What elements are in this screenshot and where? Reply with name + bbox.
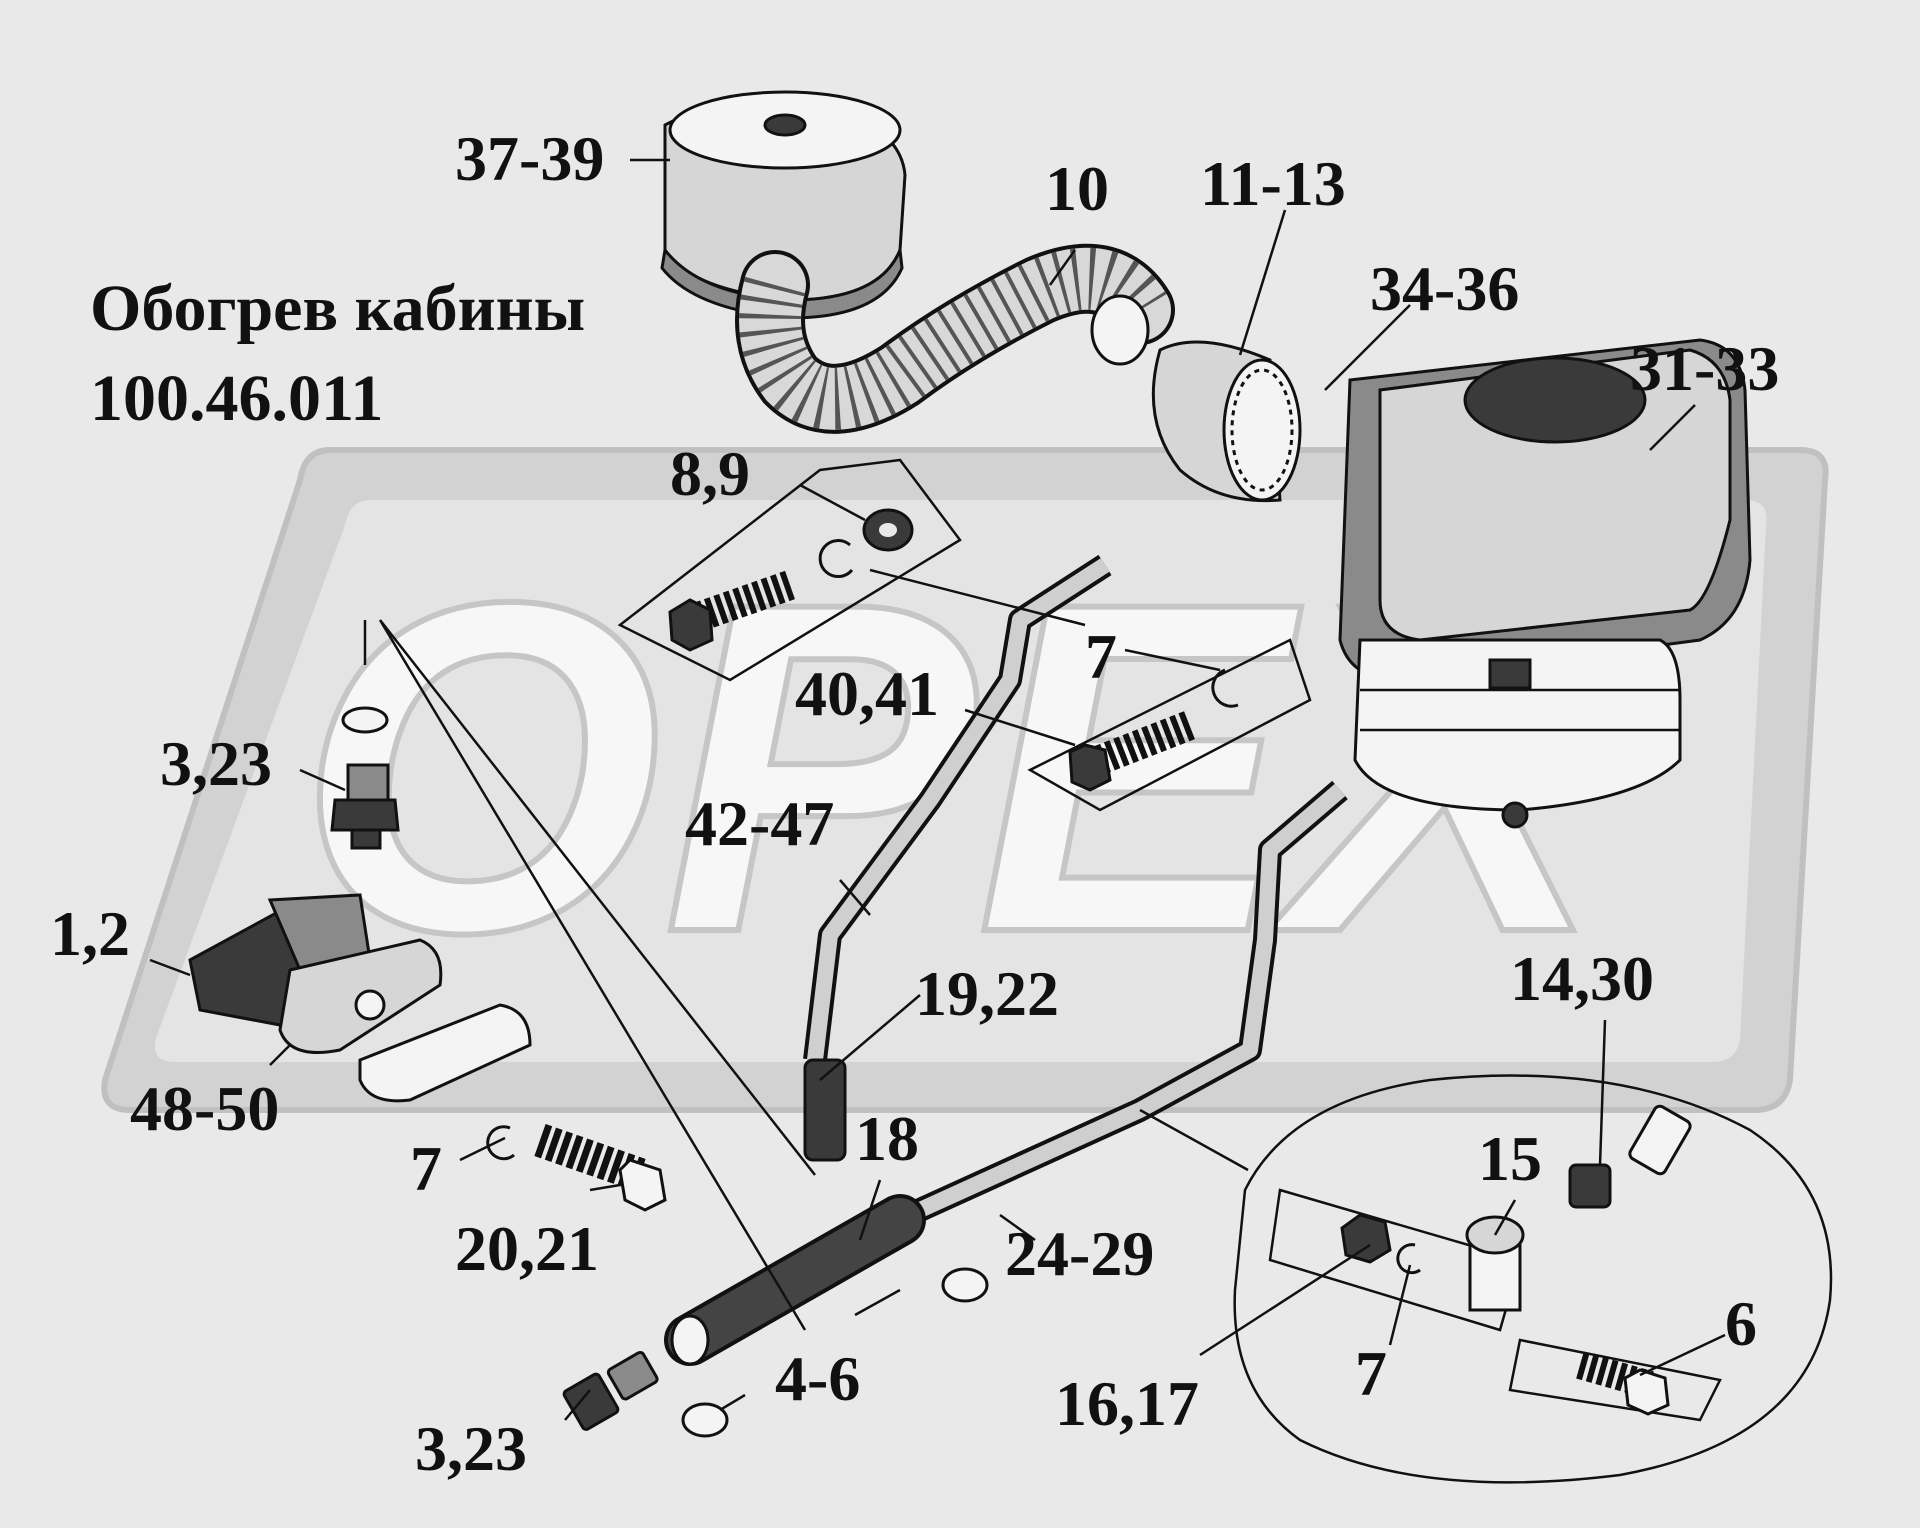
callout-48-50: 48-50	[130, 1073, 279, 1144]
callout-31-33: 31-33	[1630, 333, 1779, 404]
hose-coupling	[1151, 340, 1302, 503]
callout-37-39: 37-39	[455, 123, 604, 194]
callout-7-inset: 7	[1355, 1338, 1387, 1409]
leader-lines	[149, 158, 1726, 1421]
callout-labels: 37-39 10 11-13 34-36 31-33 8,9 7 40,41 3…	[50, 123, 1779, 1484]
air-intake-cap	[660, 90, 907, 320]
corrugated-hose	[735, 243, 1175, 434]
callout-7-top: 7	[1085, 621, 1117, 692]
callout-20-21: 20,21	[455, 1213, 599, 1284]
clamps-4-6	[681, 1267, 989, 1438]
fitting-bottom	[562, 1350, 659, 1431]
plate-top	[617, 458, 962, 682]
callout-7-left: 7	[410, 1133, 442, 1204]
callout-10: 10	[1045, 153, 1109, 224]
bolt-20-21	[486, 1123, 667, 1212]
plate-right	[1027, 638, 1312, 812]
leader-triangle	[363, 619, 816, 1331]
title-line-1: Обогрев кабины	[90, 272, 585, 345]
callout-3-23-top: 3,23	[160, 728, 272, 799]
heater-unit	[1338, 338, 1752, 829]
callout-4-6: 4-6	[775, 1343, 860, 1414]
callout-16-17: 16,17	[1055, 1368, 1199, 1439]
callout-15: 15	[1478, 1123, 1542, 1194]
callout-11-13: 11-13	[1200, 148, 1346, 219]
callout-6: 6	[1725, 1288, 1757, 1359]
callout-40-41: 40,41	[795, 658, 939, 729]
callout-19-22: 19,22	[915, 958, 1059, 1029]
hose-18	[664, 1194, 926, 1366]
pipe-24-29	[915, 780, 1348, 1221]
callout-14-30: 14,30	[1510, 943, 1654, 1014]
callout-18: 18	[855, 1103, 919, 1174]
detail-inset	[1139, 1074, 1833, 1484]
callout-1-2: 1,2	[50, 898, 130, 969]
flange-assembly	[188, 893, 532, 1103]
fitting-top	[330, 706, 400, 850]
callout-42-47: 42-47	[685, 788, 834, 859]
callout-24-29: 24-29	[1005, 1218, 1154, 1289]
callout-34-36: 34-36	[1370, 253, 1519, 324]
callout-3-23-bottom: 3,23	[415, 1413, 527, 1484]
callout-8-9: 8,9	[670, 438, 750, 509]
title-line-2: 100.46.011	[90, 362, 383, 435]
